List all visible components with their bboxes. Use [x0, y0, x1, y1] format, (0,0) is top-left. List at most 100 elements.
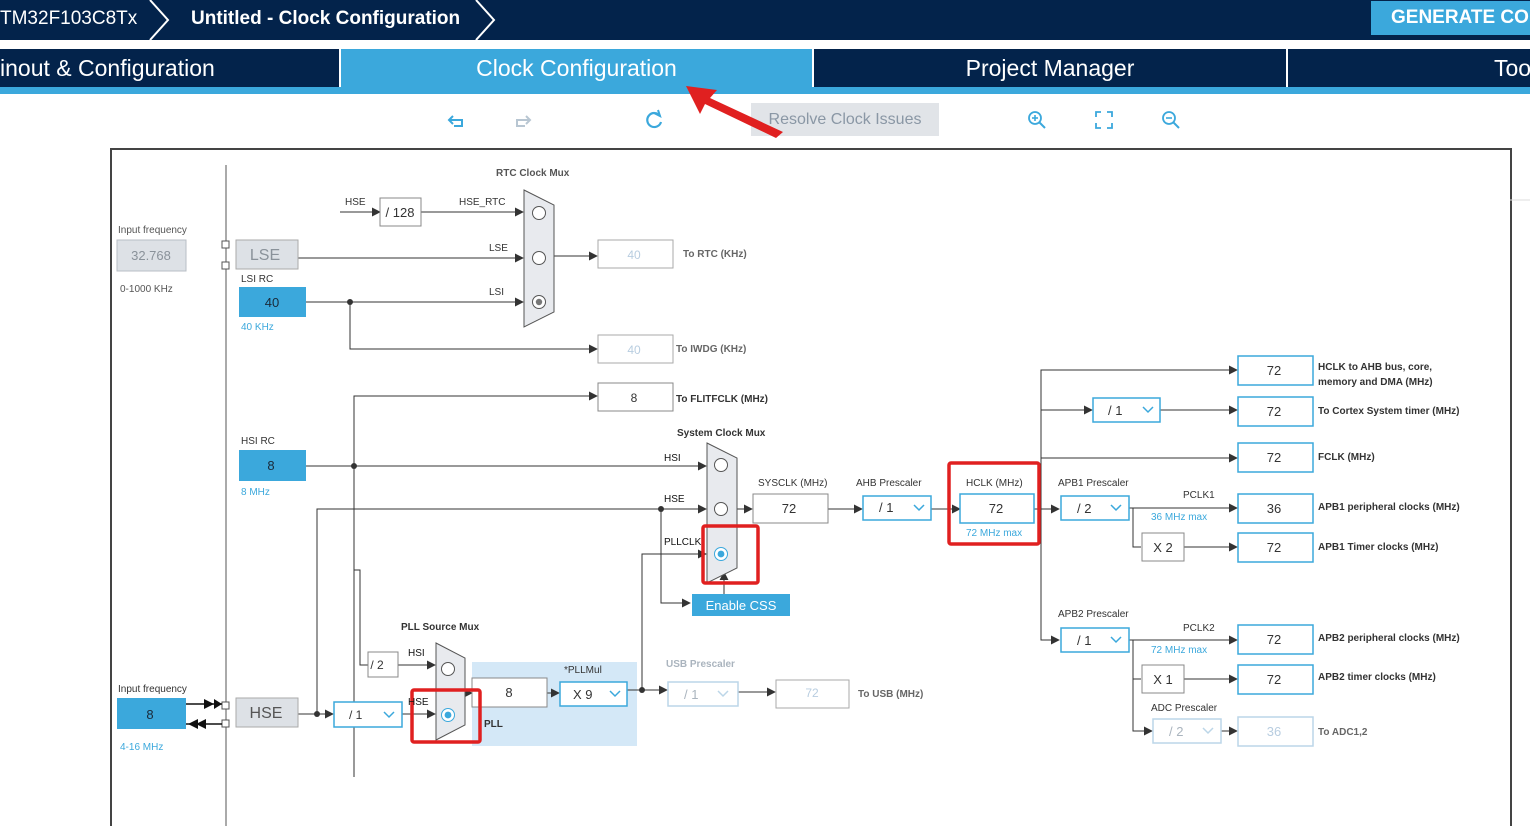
hsi-div2-value: / 2	[370, 658, 384, 672]
sys-mux-option-hsi[interactable]	[714, 458, 728, 472]
lse-source-box	[235, 239, 299, 270]
usb-output-value: 72	[805, 686, 819, 700]
cortex-timer-label: To Cortex System timer (MHz)	[1318, 406, 1460, 417]
zoom-in-icon[interactable]	[1025, 108, 1049, 132]
rtc-div128-box	[379, 197, 422, 227]
pll-input-box	[471, 677, 548, 708]
refresh-icon[interactable]	[642, 108, 666, 132]
usb-output-box	[775, 679, 850, 709]
iwdg-output-box	[597, 334, 674, 364]
sys-mux-pllclk-label: PLLCLK	[664, 537, 702, 548]
ahb-bus-label-1: HCLK to AHB bus, core,	[1318, 362, 1432, 373]
lse-freq-value: 32.768	[131, 248, 171, 263]
rtc-hse-rtc-label: HSE_RTC	[459, 197, 506, 208]
pllmul-dropdown[interactable]	[559, 681, 628, 707]
rtc-lsi-label: LSI	[489, 287, 504, 298]
usb-output-label: To USB (MHz)	[858, 689, 923, 700]
apb2-prescaler-dropdown[interactable]	[1060, 627, 1130, 653]
apb1-prescaler-label: APB1 Prescaler	[1058, 478, 1129, 489]
apb1-prescaler-dropdown[interactable]	[1060, 495, 1130, 521]
pll-mux-hse-label: HSE	[408, 697, 429, 708]
top-bar: TM32F103C8Tx Untitled - Clock Configurat…	[0, 0, 1530, 40]
tab-label: Clock Configuration	[476, 55, 677, 81]
apb2-timer-multiplier-box	[1141, 664, 1185, 694]
apb2-prescaler-value: / 1	[1077, 633, 1091, 648]
ahb-prescaler-dropdown[interactable]	[862, 495, 932, 521]
rtc-mux-option-lse[interactable]	[532, 251, 546, 265]
sys-mux-option-hse[interactable]	[714, 502, 728, 516]
hclk-max-label: 72 MHz max	[966, 528, 1022, 539]
sysclk-value: 72	[782, 501, 796, 516]
ahb-bus-output-box	[1237, 355, 1314, 386]
zoom-out-icon[interactable]	[1159, 108, 1183, 132]
system-clock-mux	[706, 442, 738, 584]
tab-clock-configuration[interactable]: Clock Configuration	[341, 49, 812, 87]
apb1-timer-value: 72	[1267, 540, 1281, 555]
hse-freq-input[interactable]	[117, 698, 186, 729]
hse-prediv-value: / 1	[349, 708, 363, 722]
pll-mux-hsi-label: HSI	[408, 648, 425, 659]
apb2-timer-label: APB2 timer clocks (MHz)	[1318, 672, 1436, 683]
rtc-mux-title: RTC Clock Mux	[496, 168, 570, 179]
tab-bar: inout & Configuration Clock Configuratio…	[0, 40, 1530, 94]
cortex-timer-div-dropdown[interactable]	[1092, 397, 1161, 423]
flitfclk-output-box	[597, 382, 674, 412]
rtc-output-box	[597, 239, 674, 269]
tab-pinout-configuration[interactable]: inout & Configuration	[0, 49, 339, 87]
sys-mux-hsi-label: HSI	[664, 453, 681, 464]
lsi-unit: 40 KHz	[241, 322, 274, 333]
pclk2-max-label: 72 MHz max	[1151, 645, 1207, 656]
ahb-prescaler-value: / 1	[879, 500, 893, 515]
hse-freq-label: Input frequency	[118, 684, 187, 695]
hse-range-label: 4-16 MHz	[120, 742, 163, 753]
generate-code-button[interactable]: GENERATE CO	[1371, 1, 1530, 35]
rtc-div128-value: / 128	[386, 205, 415, 220]
apb1-periph-output-box	[1237, 493, 1314, 524]
pll-mux-title: PLL Source Mux	[401, 622, 480, 633]
undo-icon[interactable]	[444, 108, 468, 132]
adc-prescaler-dropdown[interactable]	[1152, 718, 1222, 744]
breadcrumb-device[interactable]: TM32F103C8Tx	[0, 8, 138, 29]
breadcrumb-project-title[interactable]: Untitled - Clock Configuration	[191, 8, 461, 29]
adc-prescaler-value: / 2	[1169, 724, 1183, 739]
diagram-frame	[110, 148, 1512, 826]
iwdg-output-value: 40	[627, 343, 641, 357]
flitfclk-output-label: To FLITFCLK (MHz)	[676, 394, 768, 405]
hclk-input[interactable]	[959, 493, 1035, 524]
lsi-rc-box	[239, 287, 306, 317]
apb1-timer-output-box	[1237, 532, 1314, 563]
ahb-prescaler-label: AHB Prescaler	[856, 478, 922, 489]
pclk1-label: PCLK1	[1183, 490, 1215, 501]
adc-output-box	[1237, 716, 1314, 747]
lse-freq-label: Input frequency	[118, 225, 187, 236]
rtc-mux-option-hse[interactable]	[532, 206, 546, 220]
lse-freq-input[interactable]	[116, 239, 187, 272]
tab-tools[interactable]: Too	[1288, 49, 1530, 87]
lse-label: LSE	[250, 247, 280, 264]
redo-icon[interactable]	[511, 108, 535, 132]
sys-mux-title: System Clock Mux	[677, 428, 766, 439]
enable-css-button[interactable]	[692, 594, 790, 616]
adc-output-label: To ADC1,2	[1318, 727, 1368, 738]
iwdg-output-label: To IWDG (KHz)	[676, 344, 746, 355]
pclk1-max-label: 36 MHz max	[1151, 512, 1207, 523]
cortex-timer-output-box	[1237, 396, 1314, 427]
flitfclk-output-value: 8	[631, 391, 638, 405]
usb-prescaler-dropdown[interactable]	[667, 681, 739, 707]
tab-label: Too	[1494, 55, 1530, 81]
hse-prediv-dropdown[interactable]	[333, 701, 403, 728]
fclk-value: 72	[1267, 450, 1281, 465]
cortex-timer-value: 72	[1267, 404, 1281, 419]
adc-prescaler-label: ADC Prescaler	[1151, 703, 1218, 714]
tab-project-manager[interactable]: Project Manager	[814, 49, 1286, 87]
fclk-output-box	[1237, 442, 1314, 473]
lsi-rc-label: LSI RC	[241, 274, 273, 285]
adc-output-value: 36	[1267, 724, 1281, 739]
sys-mux-hse-label: HSE	[664, 494, 685, 505]
fit-screen-icon[interactable]	[1092, 108, 1116, 132]
sysclk-box	[752, 493, 829, 524]
hsi-rc-label: HSI RC	[241, 436, 275, 447]
pll-mux-option-hsi[interactable]	[441, 662, 455, 676]
apb1-prescaler-value: / 2	[1077, 501, 1091, 516]
hclk-value: 72	[989, 501, 1003, 516]
